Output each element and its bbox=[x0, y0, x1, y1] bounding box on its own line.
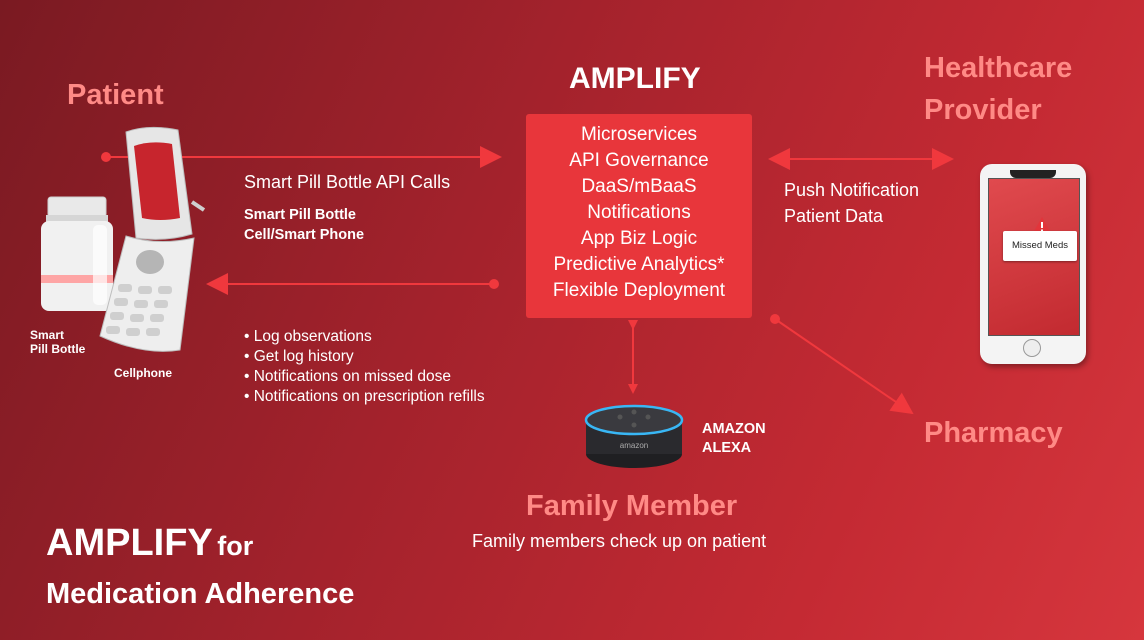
pill-bottle-label-line-2: Pill Bottle bbox=[30, 342, 86, 356]
amplify-services-box: Microservices API Governance DaaS/mBaaS … bbox=[526, 114, 752, 318]
provider-heading: Healthcare Provider bbox=[924, 47, 1072, 131]
footer-title-amplify: AMPLIFY bbox=[46, 522, 213, 564]
feature-list: Log observations Get log history Notific… bbox=[244, 327, 485, 407]
provider-heading-line-2: Provider bbox=[924, 94, 1042, 126]
arrow-amplify-to-pharmacy bbox=[770, 314, 914, 415]
amplify-title: AMPLIFY bbox=[569, 62, 701, 95]
patient-data-label: Patient Data bbox=[784, 206, 884, 226]
smartphone-image: Missed Meds bbox=[980, 164, 1086, 364]
family-caption: Family members check up on patient bbox=[472, 531, 767, 551]
service-item: Microservices bbox=[580, 124, 698, 145]
service-item: API Governance bbox=[569, 150, 709, 171]
alexa-label-line-2: ALEXA bbox=[702, 440, 752, 456]
footer-title: AMPLIFY for Medication Adherence bbox=[46, 520, 354, 614]
cellphone-image bbox=[99, 126, 206, 352]
arrow-amplify-to-patient bbox=[206, 273, 499, 295]
feature-item: Notifications on prescription refills bbox=[244, 387, 485, 407]
api-calls-label: Smart Pill Bottle API Calls bbox=[244, 172, 451, 192]
api-sub-2: Cell/Smart Phone bbox=[244, 227, 365, 243]
service-item: Notifications bbox=[587, 202, 691, 223]
home-button-icon bbox=[1023, 339, 1041, 357]
service-item: App Biz Logic bbox=[580, 228, 698, 249]
pill-bottle-label-line-1: Smart bbox=[30, 328, 65, 342]
service-item: DaaS/mBaaS bbox=[581, 176, 697, 197]
feature-item: Log observations bbox=[244, 327, 485, 347]
service-item: Predictive Analytics* bbox=[553, 254, 725, 275]
amazon-echo-dot-image: amazon bbox=[584, 404, 684, 468]
echo-brand-text: amazon bbox=[620, 441, 648, 450]
feature-item: Notifications on missed dose bbox=[244, 367, 485, 387]
provider-flow-labels: Push Notification Patient Data bbox=[784, 177, 919, 229]
pill-bottle-label: Smart Pill Bottle bbox=[30, 328, 85, 356]
api-calls-sublabel: Smart Pill Bottle Cell/Smart Phone bbox=[244, 205, 364, 245]
pharmacy-heading: Pharmacy bbox=[924, 417, 1063, 449]
missed-meds-notification: Missed Meds bbox=[1003, 231, 1077, 261]
footer-title-for: for bbox=[217, 531, 254, 561]
footer-title-subtitle: Medication Adherence bbox=[46, 578, 355, 610]
patient-heading: Patient bbox=[67, 79, 164, 111]
service-item: Flexible Deployment bbox=[552, 280, 726, 301]
family-heading: Family Member bbox=[526, 490, 738, 522]
alexa-label-line-1: AMAZON bbox=[702, 421, 766, 437]
warning-icon bbox=[1033, 217, 1051, 233]
alexa-label: AMAZON ALEXA bbox=[702, 420, 766, 458]
feature-item: Get log history bbox=[244, 347, 485, 367]
cellphone-label: Cellphone bbox=[114, 366, 173, 380]
api-sub-1: Smart Pill Bottle bbox=[244, 207, 356, 223]
smart-pill-bottle-image bbox=[41, 196, 113, 311]
phone-screen: Missed Meds bbox=[988, 178, 1080, 336]
phone-notch bbox=[1010, 170, 1056, 178]
provider-heading-line-1: Healthcare bbox=[924, 52, 1073, 84]
push-notification-label: Push Notification bbox=[784, 180, 920, 200]
